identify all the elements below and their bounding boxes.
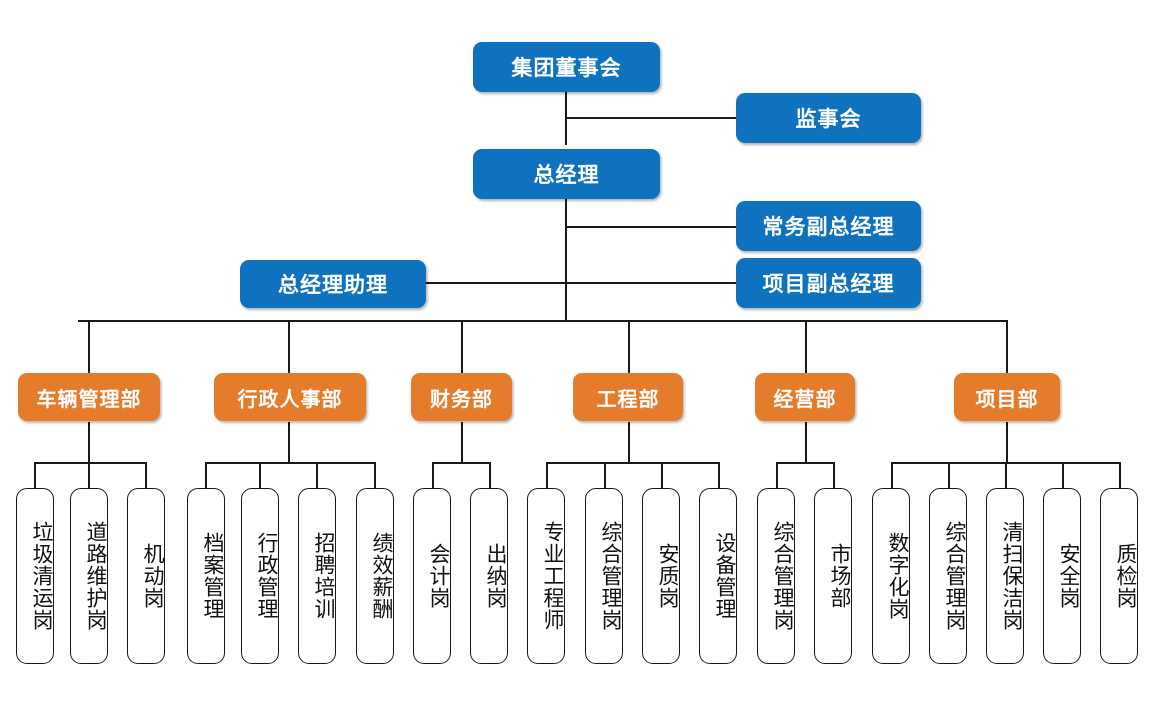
leaf-label: 质检岗	[1114, 543, 1138, 609]
node-position-professional-engineer[interactable]: 专业工程师	[527, 488, 565, 664]
node-position-equipment-management[interactable]: 设备管理	[699, 488, 737, 664]
connector-department-bus	[78, 320, 1008, 323]
connector-dept2-leaf1	[205, 462, 207, 488]
node-department-project[interactable]: 项目部	[954, 373, 1060, 421]
connector-dept4-leaf3	[661, 462, 663, 488]
connector-dept3-leaf2	[489, 462, 491, 488]
node-supervisory-board[interactable]: 监事会	[736, 93, 921, 143]
connector-dept1-stem	[88, 422, 90, 463]
connector-dept3-bar	[432, 462, 490, 464]
leaf-label: 数字化岗	[886, 532, 910, 620]
connector-dept1-leaf2	[88, 462, 90, 488]
node-position-waste-collection[interactable]: 垃圾清运岗	[16, 488, 54, 664]
leaf-label: 招聘培训	[312, 532, 336, 620]
connector-dept2-leaf4	[374, 462, 376, 488]
connector-dept4-leaf4	[718, 462, 720, 488]
node-gm-assistant[interactable]: 总经理助理	[240, 260, 426, 308]
connector-dept6-leaf4	[1062, 462, 1064, 488]
connector-dept5-bar	[776, 462, 834, 464]
leaf-label: 设备管理	[713, 532, 737, 620]
leaf-label: 行政管理	[255, 532, 279, 620]
leaf-label: 绩效薪酬	[370, 532, 394, 620]
connector-project-deputy	[565, 282, 736, 284]
leaf-label: 出纳岗	[484, 543, 508, 609]
connector-dept6-leaf1	[891, 462, 893, 488]
connector-dept2-leaf3	[316, 462, 318, 488]
leaf-label: 综合管理岗	[943, 521, 967, 631]
node-position-market-department[interactable]: 市场部	[814, 488, 852, 664]
node-position-safety-quality[interactable]: 安质岗	[642, 488, 680, 664]
connector-dept6-leaf3	[1005, 462, 1007, 488]
connector-dept4-stem	[628, 422, 630, 463]
node-project-deputy-gm[interactable]: 项目副总经理	[736, 258, 921, 308]
connector-dept5-leaf2	[833, 462, 835, 488]
node-position-road-maintenance[interactable]: 道路维护岗	[70, 488, 108, 664]
node-position-digitalization[interactable]: 数字化岗	[872, 488, 910, 664]
leaf-label: 安质岗	[656, 543, 680, 609]
node-position-mobile-duty[interactable]: 机动岗	[127, 488, 165, 664]
connector-drop-dept-3	[461, 320, 463, 373]
node-board-of-directors[interactable]: 集团董事会	[473, 42, 660, 92]
connector-dept6-leaf2	[948, 462, 950, 488]
node-department-vehicle-management[interactable]: 车辆管理部	[18, 373, 160, 421]
connector-dept3-leaf1	[432, 462, 434, 488]
node-position-recruitment-training[interactable]: 招聘培训	[298, 488, 336, 664]
connector-dept6-leaf5	[1119, 462, 1121, 488]
node-general-manager[interactable]: 总经理	[473, 149, 660, 199]
connector-dept2-bar	[205, 462, 375, 464]
connector-drop-dept-5	[805, 320, 807, 373]
node-executive-deputy-gm[interactable]: 常务副总经理	[736, 201, 921, 251]
node-position-cashier[interactable]: 出纳岗	[470, 488, 508, 664]
node-position-performance-compensation[interactable]: 绩效薪酬	[356, 488, 394, 664]
connector-dept1-bar	[34, 462, 146, 464]
connector-dept5-leaf1	[776, 462, 778, 488]
connector-dept1-leaf1	[34, 462, 36, 488]
connector-dept1-leaf3	[145, 462, 147, 488]
connector-gm-down	[565, 198, 567, 321]
connector-supervisory	[565, 117, 736, 119]
leaf-label: 综合管理岗	[771, 521, 795, 631]
node-position-quality-inspection[interactable]: 质检岗	[1100, 488, 1138, 664]
connector-drop-dept-2	[288, 320, 290, 373]
leaf-label: 档案管理	[201, 532, 225, 620]
connector-drop-dept-4	[628, 320, 630, 373]
connector-gm-assistant	[425, 282, 566, 284]
node-department-engineering[interactable]: 工程部	[573, 373, 683, 421]
node-department-admin-hr[interactable]: 行政人事部	[214, 373, 366, 421]
leaf-label: 会计岗	[427, 543, 451, 609]
leaf-label: 市场部	[828, 543, 852, 609]
connector-dept3-stem	[461, 422, 463, 463]
node-department-operations[interactable]: 经营部	[755, 373, 855, 421]
leaf-label: 机动岗	[141, 543, 165, 609]
leaf-label: 清扫保洁岗	[1000, 521, 1024, 631]
connector-dept4-bar	[546, 462, 719, 464]
leaf-label: 综合管理岗	[599, 521, 623, 631]
node-position-safety[interactable]: 安全岗	[1043, 488, 1081, 664]
node-department-finance[interactable]: 财务部	[411, 373, 512, 421]
node-position-operations-general-management[interactable]: 综合管理岗	[757, 488, 795, 664]
connector-dept2-leaf2	[259, 462, 261, 488]
leaf-label: 垃圾清运岗	[30, 521, 54, 631]
connector-dept2-stem	[288, 422, 290, 463]
node-position-administrative-management[interactable]: 行政管理	[241, 488, 279, 664]
connector-executive-deputy	[565, 226, 736, 228]
connector-drop-dept-6	[1006, 320, 1008, 373]
node-position-project-general-management[interactable]: 综合管理岗	[929, 488, 967, 664]
node-position-accounting[interactable]: 会计岗	[413, 488, 451, 664]
leaf-label: 专业工程师	[541, 521, 565, 631]
leaf-label: 安全岗	[1057, 543, 1081, 609]
node-position-archive-management[interactable]: 档案管理	[187, 488, 225, 664]
node-position-cleaning-sanitation[interactable]: 清扫保洁岗	[986, 488, 1024, 664]
leaf-label: 道路维护岗	[84, 521, 108, 631]
connector-dept4-leaf2	[604, 462, 606, 488]
connector-drop-dept-1	[88, 320, 90, 373]
node-position-engineering-general-management[interactable]: 综合管理岗	[585, 488, 623, 664]
connector-dept6-stem	[1006, 422, 1008, 463]
connector-dept5-stem	[805, 422, 807, 463]
connector-dept4-leaf1	[546, 462, 548, 488]
